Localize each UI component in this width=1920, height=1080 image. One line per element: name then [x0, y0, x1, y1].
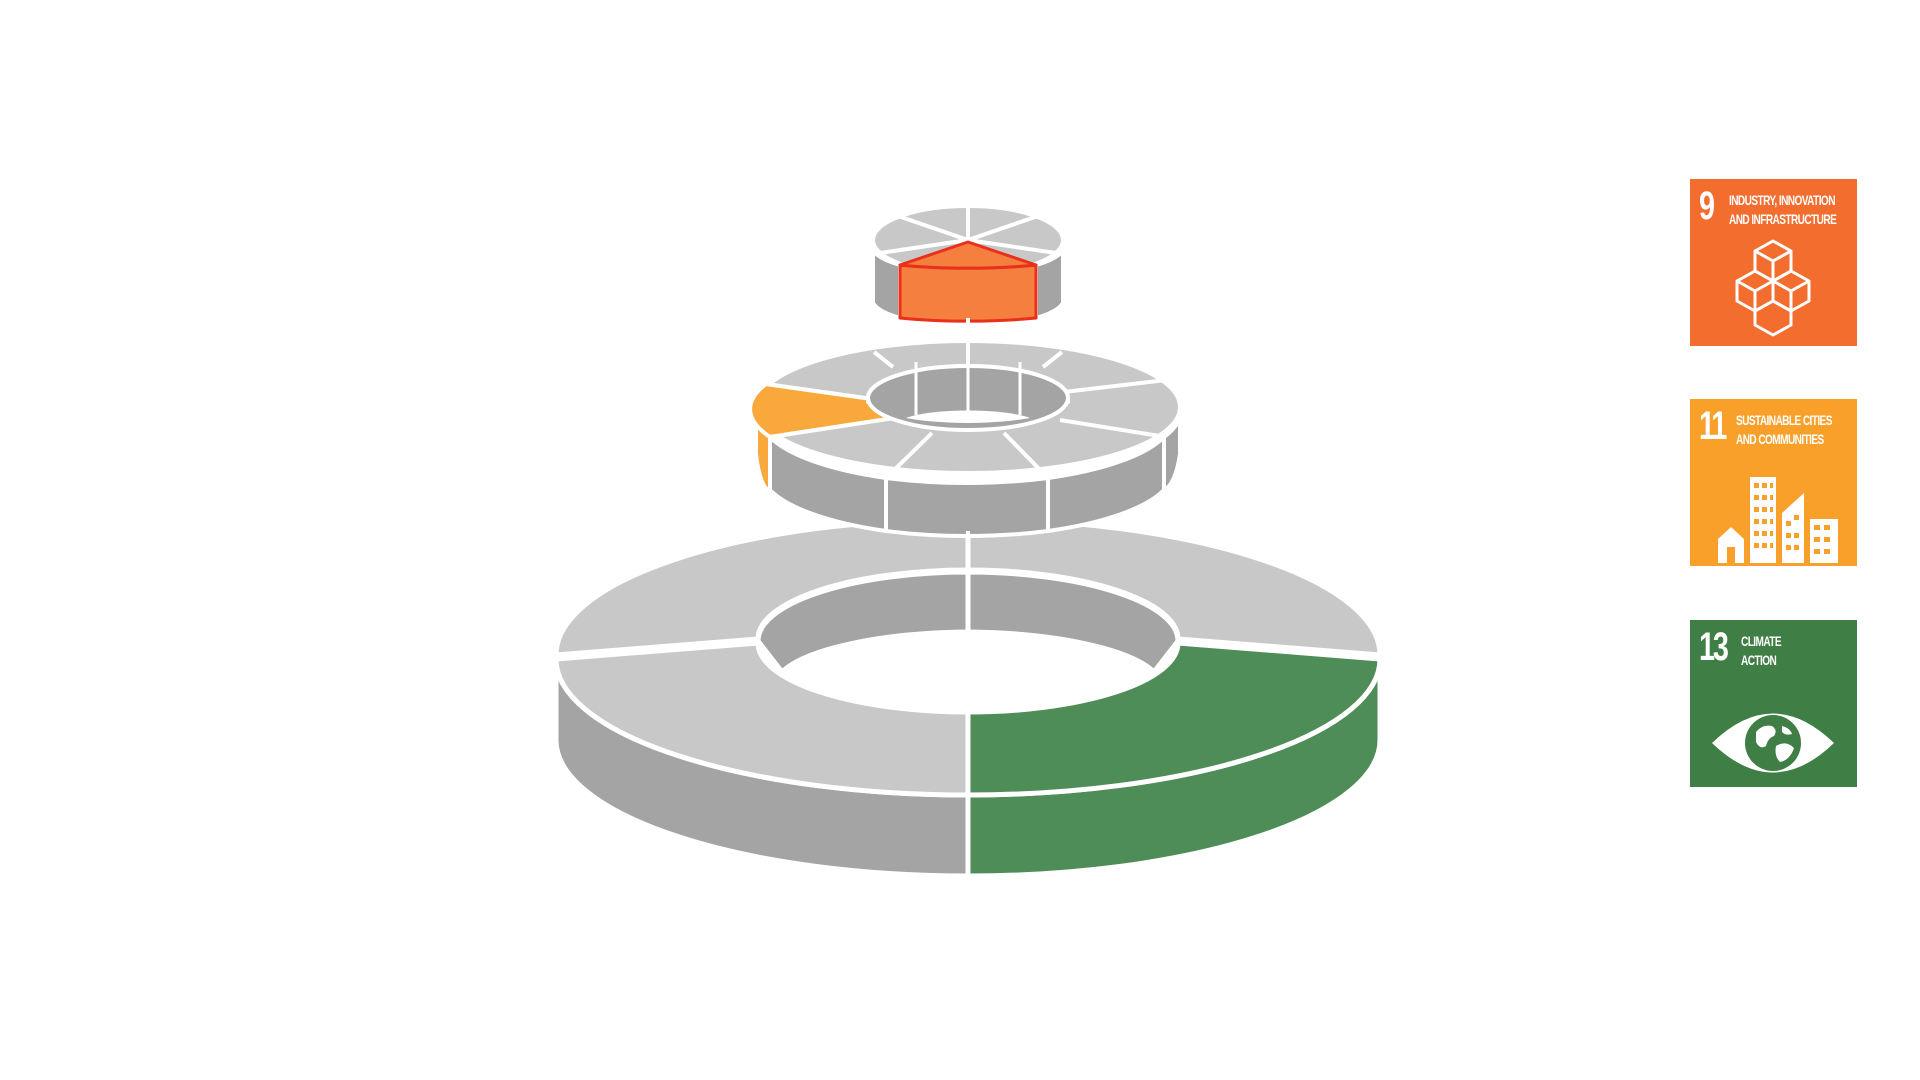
sdg-goal-11-tile: 11 SUSTAINABLE CITIES AND COMMUNITIES — [1690, 399, 1857, 566]
stacked-cubes-icon — [1735, 239, 1811, 337]
sdg-goal-number: 13 — [1699, 625, 1729, 669]
bottom-ring-top-front-right — [965, 640, 1383, 798]
top-disc-highlight-top — [898, 240, 1038, 270]
sdg-goal-label: CLIMATE ACTION — [1741, 633, 1782, 668]
sdg-goal-label: INDUSTRY, INNOVATION AND INFRASTRUCTURE — [1729, 192, 1837, 227]
bottom-ring-inner-wall-right — [965, 569, 1181, 675]
bottom-ring — [553, 516, 1383, 879]
sdg-goal-number: 11 — [1699, 404, 1727, 448]
bottom-ring-hole — [782, 637, 1154, 712]
sdg-goal-label: SUSTAINABLE CITIES AND COMMUNITIES — [1736, 412, 1832, 447]
top-disc — [869, 204, 1067, 323]
top-disc-dividers — [879, 206, 1057, 255]
middle-ring-side-2 — [884, 476, 1050, 539]
middle-ring-dividers — [765, 341, 1167, 480]
sdg-goal-9-tile: 9 INDUSTRY, INNOVATION AND INFRASTRUCTUR… — [1690, 179, 1857, 346]
bottom-ring-top-front-left — [553, 640, 971, 798]
city-buildings-icon — [1718, 477, 1838, 563]
middle-ring-inner-opening — [906, 410, 1030, 423]
sdg-goal-13-tile: 13 CLIMATE ACTION — [1690, 620, 1857, 787]
sdg-goal-number: 9 — [1699, 184, 1715, 228]
middle-ring-inner-floor — [914, 362, 1022, 415]
middle-ring-side-4 — [1162, 405, 1183, 492]
middle-ring — [748, 339, 1183, 539]
bottom-ring-inner-wall-left — [755, 569, 971, 675]
eye-globe-icon — [1712, 713, 1834, 773]
top-disc-highlight-side — [898, 263, 1038, 323]
